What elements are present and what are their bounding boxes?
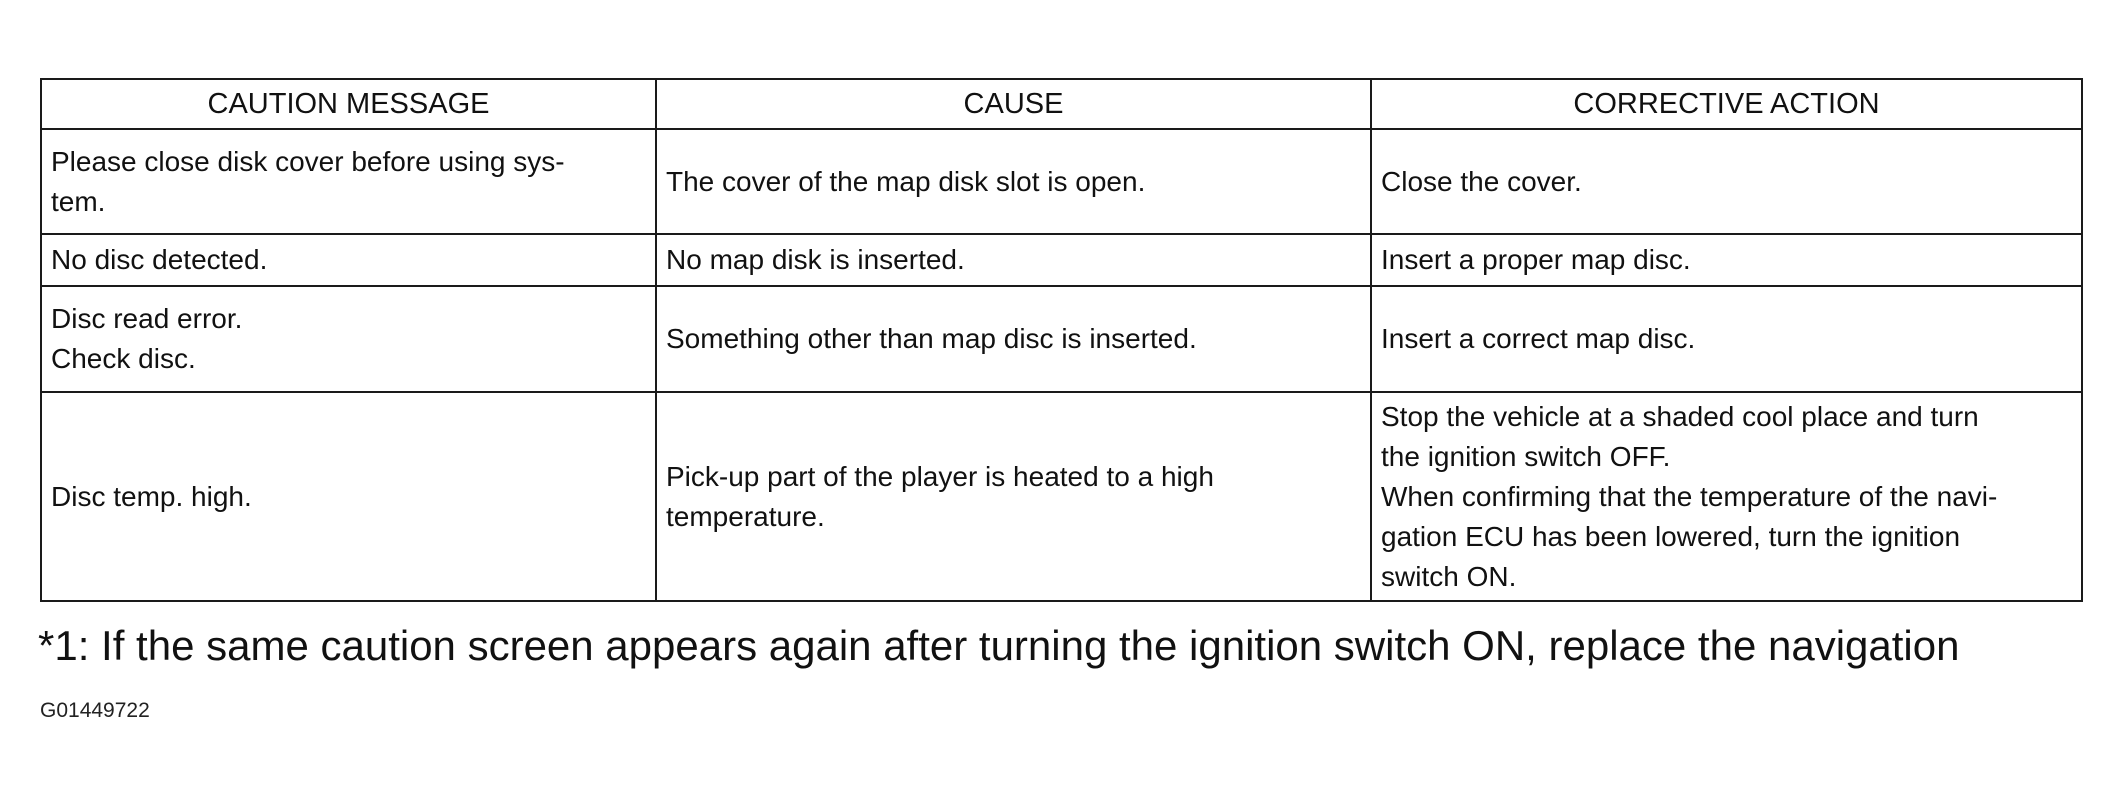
cell-text-line: Disc temp. high. (51, 480, 252, 512)
cause-cell: Pick-up part of the player is heated to … (655, 391, 1372, 602)
cell-text-line: Insert a proper map disc. (1381, 244, 1691, 275)
table-row: Please close disk cover before using sys… (40, 128, 2083, 235)
corrective-action-cell: Insert a proper map disc. (1370, 233, 2083, 287)
cell-text-line: Something other than map disc is inserte… (666, 323, 1197, 354)
caution-message-cell: No disc detected. (40, 233, 657, 287)
cell-text-line: temperature. (666, 500, 825, 532)
cell-text-line: Disc read error. (51, 303, 243, 334)
cell-text-line: The cover of the map disk slot is open. (666, 165, 1146, 197)
cell-text-line: Please close disk cover before using sys… (51, 145, 565, 177)
table-row: Disc read error. Check disc. Something o… (40, 285, 2083, 393)
figure-id: G01449722 (40, 699, 150, 722)
cell-text-line: Pick-up part of the player is heated to … (666, 460, 1214, 492)
corrective-action-cell: Close the cover. (1370, 128, 2083, 235)
cause-cell: The cover of the map disk slot is open. (655, 128, 1372, 235)
cell-text-line: When confirming that the temperature of … (1381, 480, 1998, 512)
cell-text-line: No disc detected. (51, 244, 268, 275)
cell-text-line: gation ECU has been lowered, turn the ig… (1381, 520, 1961, 552)
cell-text-line: Check disc. (51, 343, 196, 374)
cell-text-line: Stop the vehicle at a shaded cool place … (1381, 400, 1979, 432)
cell-text-line: tem. (51, 185, 106, 217)
caution-message-cell: Disc temp. high. (40, 391, 657, 602)
cell-text-line: Insert a correct map disc. (1381, 323, 1696, 354)
caution-message-table-container: CAUTION MESSAGE CAUSE CORRECTIVE ACTION … (40, 78, 2083, 602)
header-corrective-action: CORRECTIVE ACTION (1370, 78, 2083, 130)
cell-text-line: switch ON. (1381, 560, 1517, 592)
caution-message-cell: Disc read error. Check disc. (40, 285, 657, 393)
cause-cell: Something other than map disc is inserte… (655, 285, 1372, 393)
table-header-row: CAUTION MESSAGE CAUSE CORRECTIVE ACTION (40, 78, 2083, 130)
caution-message-cell: Please close disk cover before using sys… (40, 128, 657, 235)
table-row: No disc detected. No map disk is inserte… (40, 233, 2083, 287)
header-cause: CAUSE (655, 78, 1372, 130)
header-caution-message: CAUTION MESSAGE (40, 78, 657, 130)
corrective-action-cell: Insert a correct map disc. (1370, 285, 2083, 393)
table-row: Disc temp. high. Pick-up part of the pla… (40, 391, 2083, 602)
caution-message-table: CAUTION MESSAGE CAUSE CORRECTIVE ACTION … (40, 78, 2083, 602)
corrective-action-cell: Stop the vehicle at a shaded cool place … (1370, 391, 2083, 602)
footnote: *1: If the same caution screen appears a… (38, 622, 1960, 669)
cell-text-line: No map disk is inserted. (666, 244, 965, 275)
cell-text-line: Close the cover. (1381, 165, 1582, 197)
cause-cell: No map disk is inserted. (655, 233, 1372, 287)
cell-text-line: the ignition switch OFF. (1381, 440, 1671, 472)
